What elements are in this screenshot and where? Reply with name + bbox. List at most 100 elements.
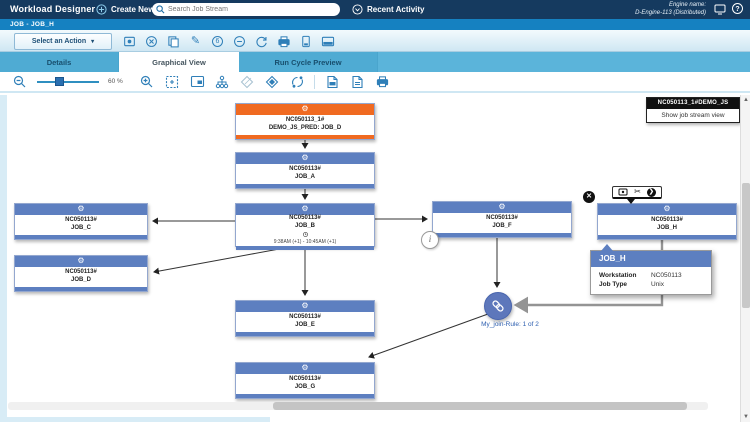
- job-node-b[interactable]: ⚙ NC050113# JOB_B 9:38AM (+1) - 10:45AM …: [235, 203, 375, 250]
- cut-icon[interactable]: ✂: [634, 187, 641, 196]
- node-label: JOB_E: [295, 322, 315, 328]
- gear-icon: ⚙: [301, 301, 309, 310]
- zoom-in-icon[interactable]: [139, 74, 155, 90]
- node-label: JOB_H: [656, 225, 677, 231]
- node-label: NC050113#: [289, 376, 321, 383]
- show-job-stream-view-button[interactable]: Show job stream view: [661, 112, 725, 119]
- details-view-icon[interactable]: [618, 188, 628, 196]
- tab-details[interactable]: Details: [0, 52, 119, 72]
- node-label: JOB_C: [70, 225, 91, 231]
- scroll-down-icon[interactable]: ▼: [743, 414, 749, 420]
- job-node-demo-js-pred[interactable]: ⚙ NC050113_1#DEMO_JS_PRED: JOB_D: [235, 103, 375, 140]
- node-label: NC050113#: [65, 269, 97, 276]
- circular-layout-icon[interactable]: [289, 74, 305, 90]
- zoom-slider[interactable]: [37, 76, 99, 87]
- zoom-out-icon[interactable]: [12, 74, 28, 90]
- node-label: DEMO_JS_PRED: JOB_D: [268, 125, 342, 131]
- circle-6-icon[interactable]: 6: [210, 34, 225, 49]
- copy-icon[interactable]: [166, 34, 181, 49]
- print-icon[interactable]: [276, 34, 291, 49]
- export-image-icon[interactable]: [349, 74, 365, 90]
- search-icon: [156, 5, 165, 14]
- tooltip-title: JOB_H: [591, 251, 711, 267]
- chevron-circle-icon: [352, 4, 363, 15]
- job-node-c[interactable]: ⚙ NC050113#JOB_C: [14, 203, 148, 240]
- circle-x-icon[interactable]: [144, 34, 159, 49]
- search-input[interactable]: [165, 6, 336, 13]
- node-label: JOB_G: [294, 384, 316, 390]
- job-node-a[interactable]: ⚙ NC050113#JOB_A: [235, 152, 375, 189]
- square-dot-icon[interactable]: [122, 34, 137, 49]
- node-label: NC050113_1#: [285, 117, 325, 124]
- tab-graphical-view[interactable]: Graphical View: [119, 52, 239, 72]
- export-pdf-icon[interactable]: [324, 74, 340, 90]
- node-label: NC050113#: [486, 215, 518, 222]
- redo-icon[interactable]: [254, 34, 269, 49]
- select-action-label: Select an Action: [31, 38, 87, 45]
- tree-layout-icon[interactable]: [214, 74, 230, 90]
- toolbar-pointer: [627, 199, 635, 204]
- horizontal-scrollbar[interactable]: [8, 402, 708, 410]
- edit-pencil-icon[interactable]: ✎: [190, 34, 201, 47]
- create-new-button[interactable]: Create New: [96, 0, 155, 19]
- action-toolbar: Select an Action ▾ ✎ 6: [0, 30, 750, 52]
- minimap-icon[interactable]: [189, 74, 205, 90]
- panel-icon[interactable]: [298, 34, 313, 49]
- print-view-icon[interactable]: [374, 74, 390, 90]
- select-action-dropdown[interactable]: Select an Action ▾: [14, 33, 112, 50]
- gear-icon: ⚙: [77, 204, 85, 213]
- info-badge[interactable]: i: [421, 231, 439, 249]
- engine-label: Engine name:: [668, 2, 706, 8]
- graph-canvas[interactable]: ⚙ NC050113_1#DEMO_JS_PRED: JOB_D ⚙ NC050…: [0, 95, 750, 422]
- vertical-scrollbar[interactable]: ▲ ▼: [740, 95, 750, 422]
- recent-activity-label: Recent Activity: [367, 5, 425, 14]
- join-node[interactable]: [484, 292, 512, 320]
- diamond-outline-icon[interactable]: [239, 74, 255, 90]
- canvas-bottom-margin: [0, 417, 270, 422]
- close-icon[interactable]: ✕: [583, 191, 595, 203]
- circle-minus-icon[interactable]: [232, 34, 247, 49]
- vertical-scrollbar-thumb[interactable]: [742, 183, 750, 308]
- tooltip-pointer: [601, 244, 613, 251]
- job-stream-name: NC050113_1#DEMO_JS: [647, 98, 739, 109]
- zoom-slider-thumb[interactable]: [55, 76, 64, 86]
- split-view-icon[interactable]: [320, 34, 335, 49]
- gear-icon: ⚙: [301, 204, 309, 213]
- node-label: JOB_D: [70, 277, 91, 283]
- gear-icon: ⚙: [301, 153, 309, 162]
- scroll-up-icon[interactable]: ▲: [743, 97, 749, 103]
- chevron-down-icon: ▾: [91, 39, 95, 45]
- join-rule-label: My_join-Rule: 1 of 2: [481, 321, 539, 328]
- gear-icon: ⚙: [301, 363, 309, 372]
- breadcrumb: JOB - JOB_H: [0, 19, 750, 30]
- plus-circle-icon: [96, 4, 107, 15]
- more-actions-icon[interactable]: ❯: [646, 187, 656, 197]
- horizontal-scrollbar-thumb[interactable]: [273, 402, 687, 410]
- zoom-slider-track[interactable]: [37, 80, 99, 83]
- job-node-d[interactable]: ⚙ NC050113#JOB_D: [14, 255, 148, 292]
- job-node-g[interactable]: ⚙ NC050113#JOB_G: [235, 362, 375, 399]
- gear-icon: ⚙: [498, 202, 506, 211]
- tab-run-cycle-preview[interactable]: Run Cycle Preview: [239, 52, 378, 72]
- fit-to-window-icon[interactable]: [164, 74, 180, 90]
- job-node-f[interactable]: ⚙ NC050113#JOB_F: [432, 201, 572, 238]
- node-hover-toolbar: ✂ ❯: [612, 186, 662, 204]
- zoom-level: 60 %: [108, 78, 123, 85]
- search-box[interactable]: [152, 3, 340, 16]
- node-label: JOB_F: [492, 223, 512, 229]
- node-label: NC050113#: [65, 217, 97, 224]
- node-schedule: 9:38AM (+1) - 10:45AM (+1): [274, 231, 336, 246]
- node-label: JOB_A: [294, 174, 315, 180]
- recent-activity-button[interactable]: Recent Activity: [352, 0, 425, 19]
- canvas-left-margin: [0, 95, 7, 422]
- job-node-h[interactable]: ⚙ NC050113#JOB_H: [597, 203, 737, 240]
- app-title: Workload Designer: [10, 4, 96, 14]
- job-node-e[interactable]: ⚙ NC050113#JOB_E: [235, 300, 375, 337]
- toolbar-separator: [314, 74, 315, 89]
- help-icon[interactable]: ?: [732, 3, 743, 14]
- diamond-filled-icon[interactable]: [264, 74, 280, 90]
- engine-value: D-Engine-113 (Distributed): [635, 9, 706, 16]
- tab-bar: Details Graphical View Run Cycle Preview: [0, 52, 750, 72]
- monitor-icon[interactable]: [714, 4, 726, 15]
- node-label: NC050113#: [289, 314, 321, 321]
